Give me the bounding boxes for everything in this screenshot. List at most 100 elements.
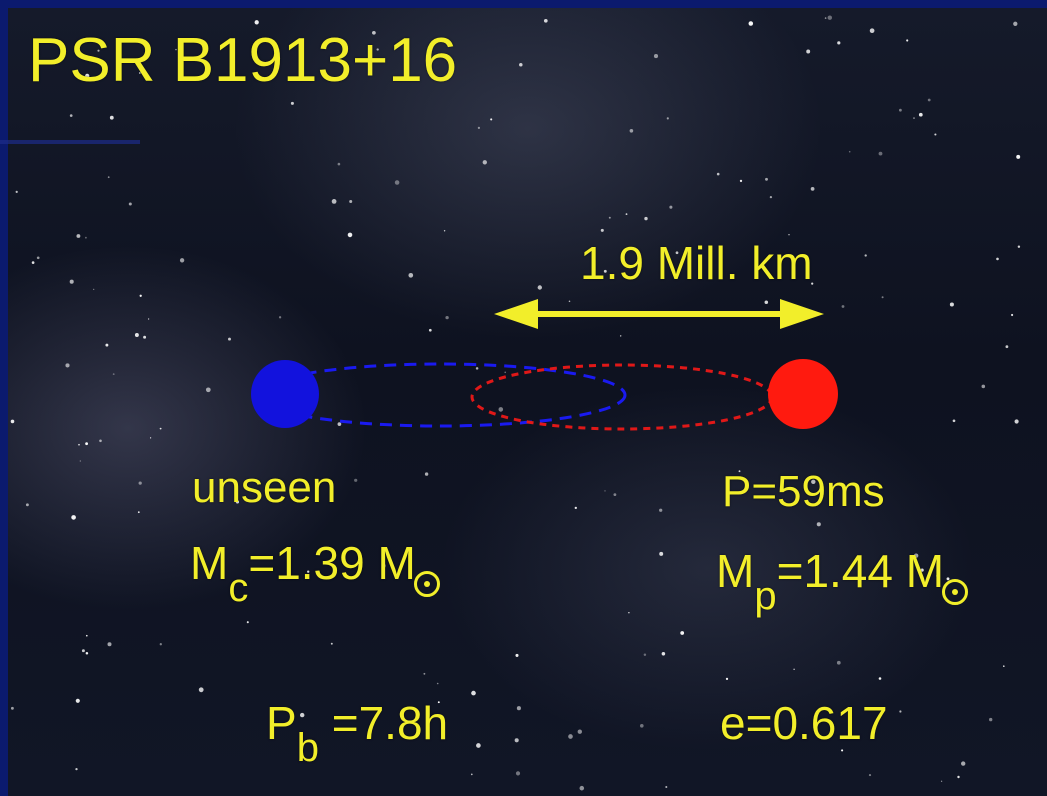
- star: [159, 643, 162, 646]
- star: [10, 706, 14, 710]
- star: [927, 98, 931, 102]
- star: [300, 712, 305, 718]
- star: [643, 653, 647, 656]
- star: [669, 205, 673, 209]
- star: [913, 117, 915, 119]
- star: [75, 698, 80, 703]
- star: [337, 162, 341, 166]
- star: [81, 649, 85, 653]
- star: [989, 717, 993, 722]
- companion-mass-symbol: M: [190, 537, 229, 589]
- slide-frame-accent: [0, 140, 140, 144]
- star: [354, 478, 358, 482]
- star: [423, 672, 426, 675]
- star: [653, 54, 659, 59]
- star: [107, 642, 112, 647]
- star: [1017, 245, 1021, 248]
- star: [443, 230, 446, 232]
- star: [65, 363, 70, 368]
- star: [940, 780, 943, 782]
- star: [619, 335, 622, 337]
- star: [537, 285, 542, 290]
- star: [869, 28, 875, 34]
- companion-status: unseen: [192, 463, 337, 512]
- star: [254, 57, 258, 61]
- star: [504, 371, 506, 374]
- star: [836, 660, 841, 665]
- orbital-period-symbol: P: [266, 697, 297, 749]
- star: [665, 785, 668, 789]
- star: [811, 282, 814, 285]
- star: [436, 682, 439, 685]
- star: [376, 48, 379, 51]
- star: [666, 117, 669, 120]
- star: [36, 256, 40, 260]
- star: [347, 232, 353, 238]
- star: [725, 677, 729, 681]
- pulsar-orbit: [470, 363, 774, 431]
- star: [10, 419, 15, 424]
- star: [149, 437, 152, 439]
- star: [878, 151, 883, 156]
- solar-mass-icon: [942, 579, 969, 605]
- star: [949, 302, 954, 307]
- star: [608, 216, 611, 219]
- star: [827, 15, 833, 20]
- star: [881, 296, 884, 299]
- star: [93, 288, 95, 291]
- star: [138, 481, 142, 485]
- star: [806, 49, 811, 54]
- star: [516, 706, 521, 711]
- star: [514, 738, 519, 743]
- star: [179, 258, 185, 263]
- star: [107, 176, 110, 179]
- orbital-eccentricity: e=0.617: [720, 697, 888, 749]
- orbital-period: Pb =7.8h: [266, 697, 449, 768]
- star: [906, 39, 909, 42]
- page-title: PSR B1913+16: [28, 26, 458, 95]
- star: [307, 570, 310, 573]
- star: [748, 21, 754, 26]
- star: [568, 300, 571, 303]
- star: [996, 257, 999, 261]
- star: [424, 472, 429, 476]
- star: [1016, 154, 1021, 159]
- star: [841, 749, 844, 752]
- star: [1014, 419, 1019, 424]
- star: [79, 460, 81, 462]
- star: [629, 129, 634, 133]
- orbital-period-value: =7.8h: [318, 697, 449, 749]
- star: [1011, 313, 1014, 317]
- star: [769, 195, 773, 199]
- pulsar-star: [768, 359, 838, 429]
- star: [1013, 21, 1018, 26]
- star: [246, 621, 249, 624]
- star: [738, 470, 741, 473]
- star: [235, 500, 240, 504]
- star: [69, 279, 74, 284]
- star: [85, 652, 89, 655]
- companion-star: [251, 360, 319, 428]
- star: [577, 729, 582, 734]
- star: [498, 407, 504, 412]
- star: [175, 48, 177, 51]
- star: [878, 677, 882, 680]
- star: [139, 294, 142, 297]
- star: [408, 272, 414, 278]
- pulsar-spin-period: P=59ms: [722, 467, 885, 516]
- star: [470, 773, 473, 776]
- star: [600, 228, 604, 232]
- star: [603, 269, 607, 273]
- star: [816, 522, 821, 527]
- star: [918, 112, 923, 117]
- star: [868, 774, 872, 777]
- star: [981, 384, 986, 389]
- companion-mass-value: =1.39 M: [248, 537, 416, 589]
- star: [568, 734, 573, 739]
- pulsar-mass-symbol: M: [716, 545, 755, 597]
- star: [198, 687, 204, 693]
- star: [78, 443, 80, 446]
- star: [810, 187, 815, 191]
- star: [290, 101, 294, 105]
